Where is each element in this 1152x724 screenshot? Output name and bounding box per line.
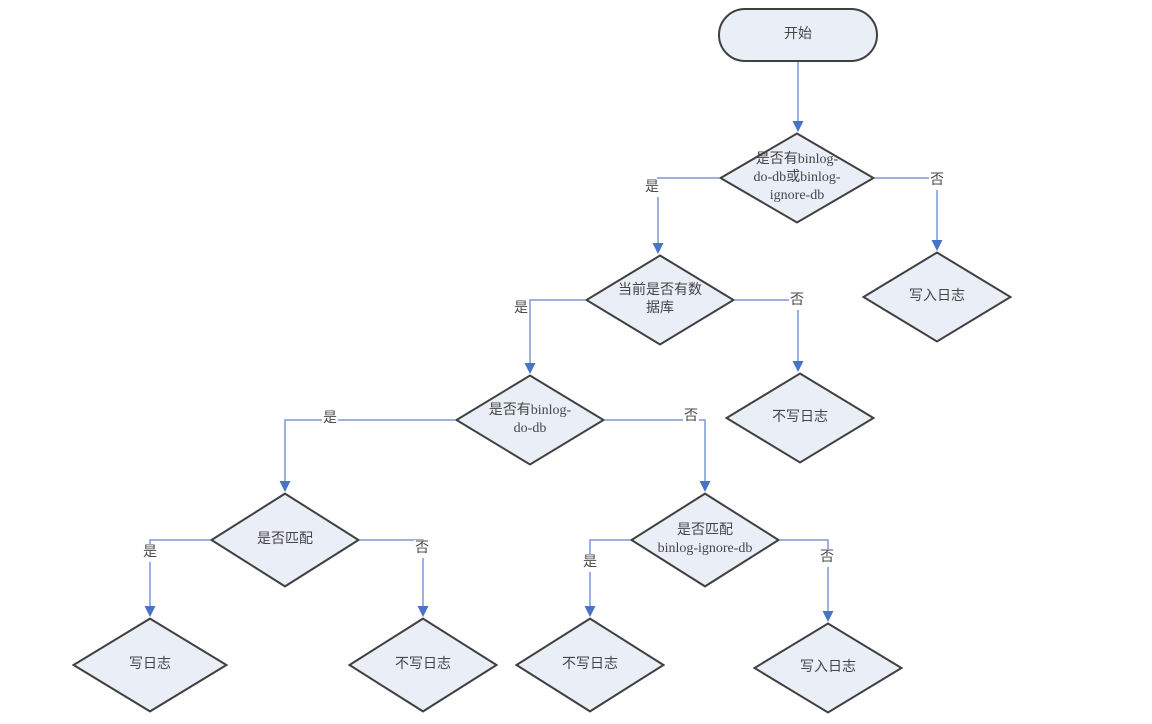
edge-label-no: 否: [789, 292, 805, 310]
node-label: 不写日志: [562, 656, 618, 672]
connector-yes-to-no-write-log-bottom-mid: [589, 539, 630, 609]
arrowhead-down-icon: [931, 240, 943, 251]
diamond-shape: [585, 254, 735, 346]
diamond-shape: [72, 617, 228, 713]
node-check-match: 是否匹配: [210, 492, 360, 588]
node-label: 是否匹配 binlog-ignore-db: [657, 522, 753, 556]
node-start: 开始: [718, 8, 878, 62]
node-label: 是否有binlog- do-db或binlog- ignore-db: [753, 151, 841, 204]
edge-label-yes: 是: [322, 410, 338, 428]
node-label: 写入日志: [800, 659, 856, 675]
node-check-binlog-options: 是否有binlog- do-db或binlog- ignore-db: [719, 132, 875, 224]
node-write-log-bottom-left: 写日志: [72, 617, 228, 713]
arrowhead-down-icon: [144, 606, 156, 617]
arrowhead-down-icon: [792, 121, 804, 132]
connector-no-to-write-log-right: [875, 177, 938, 243]
arrowhead-down-icon: [822, 611, 834, 622]
node-label: 不写日志: [395, 656, 451, 672]
node-check-current-db: 当前是否有数 据库: [585, 254, 735, 346]
diamond-shape: [455, 374, 605, 466]
connector-yes-to-write-log-bottom-left: [149, 539, 210, 609]
connector-yes-to-check-match: [284, 419, 455, 484]
node-no-write-log-bottom-mid: 不写日志: [515, 617, 665, 713]
connector-yes-to-check-binlog-do-db: [529, 299, 585, 366]
edge-label-no: 否: [819, 549, 835, 567]
arrowhead-down-icon: [699, 481, 711, 492]
arrowhead-down-icon: [584, 606, 596, 617]
edge-label-yes: 是: [644, 179, 660, 197]
node-no-write-log-mid: 不写日志: [725, 372, 875, 464]
node-label: 开始: [784, 26, 812, 42]
diamond-shape: [348, 617, 498, 713]
edge-label-no: 否: [683, 408, 699, 426]
node-label: 当前是否有数 据库: [618, 282, 702, 316]
arrowhead-down-icon: [524, 363, 536, 374]
node-label: 是否匹配: [257, 531, 313, 547]
node-label: 是否有binlog- do-db: [488, 402, 572, 436]
diamond-shape: [725, 372, 875, 464]
connector-no-to-check-match-ignore-db: [605, 419, 706, 484]
arrowhead-down-icon: [652, 243, 664, 254]
arrowhead-down-icon: [279, 481, 291, 492]
diamond-shape: [719, 132, 875, 224]
node-label: 不写日志: [772, 409, 828, 425]
diamond-shape: [753, 622, 903, 714]
diamond-shape: [630, 492, 780, 588]
edge-label-yes: 是: [582, 554, 598, 572]
diamond-shape: [515, 617, 665, 713]
node-label: 写入日志: [909, 288, 965, 304]
connector-yes-to-check-current-db: [657, 177, 719, 246]
diamond-shape: [862, 251, 1012, 343]
edge-label-no: 否: [929, 172, 945, 190]
node-check-match-ignore-db: 是否匹配 binlog-ignore-db: [630, 492, 780, 588]
node-check-binlog-do-db: 是否有binlog- do-db: [455, 374, 605, 466]
edge-label-yes: 是: [513, 300, 529, 318]
node-no-write-log-bottom-left: 不写日志: [348, 617, 498, 713]
diamond-shape: [210, 492, 360, 588]
arrowhead-down-icon: [792, 361, 804, 372]
node-write-log-right: 写入日志: [862, 251, 1012, 343]
arrowhead-down-icon: [417, 606, 429, 617]
node-write-log-bottom-right: 写入日志: [753, 622, 903, 714]
node-label: 写日志: [129, 656, 171, 672]
edge-label-yes: 是: [142, 544, 158, 562]
edge-label-no: 否: [414, 540, 430, 558]
